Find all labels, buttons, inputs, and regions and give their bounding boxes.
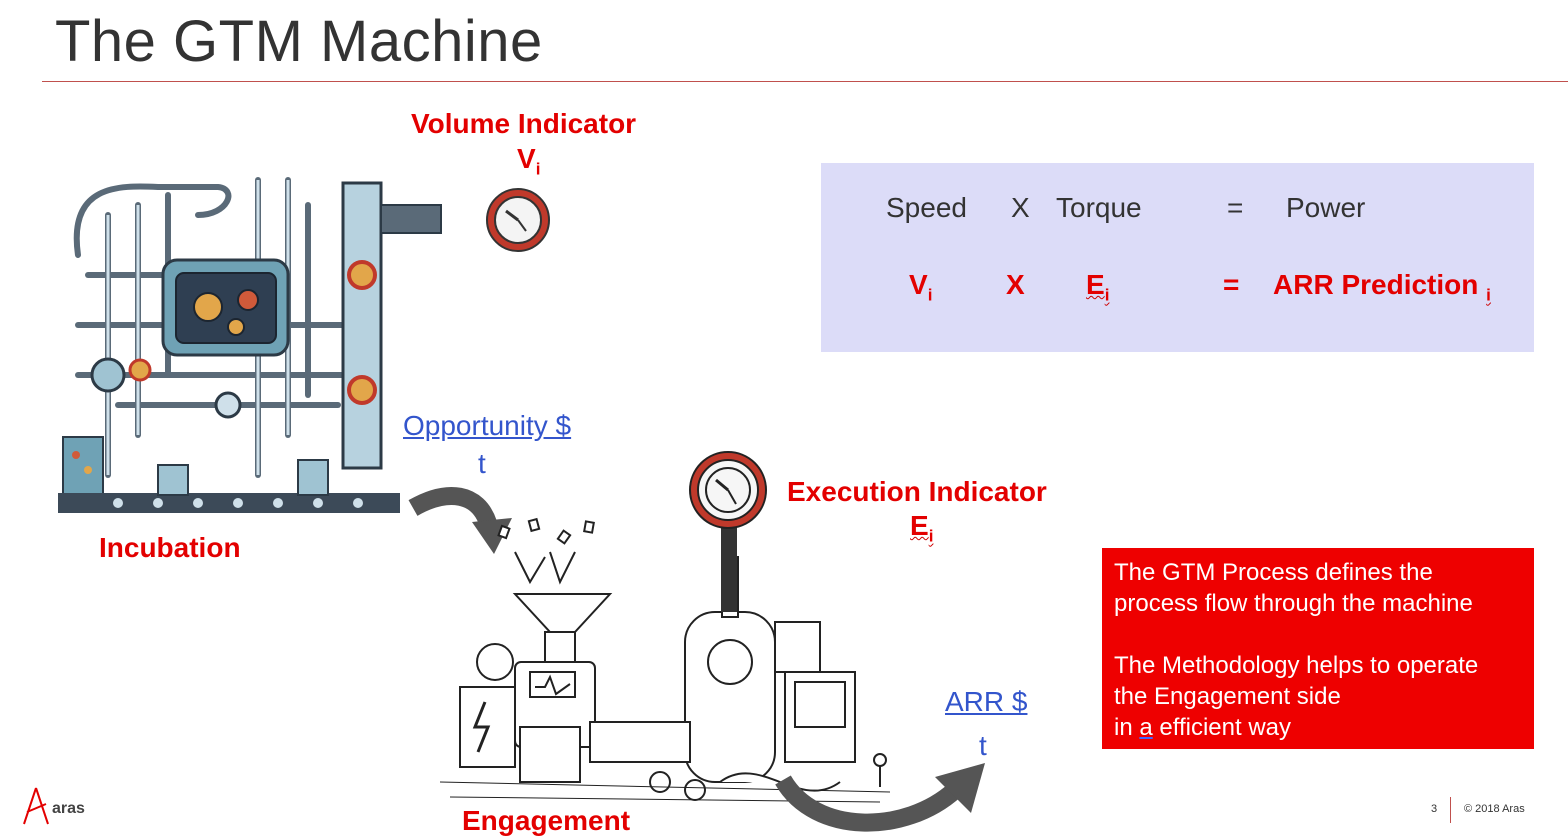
volume-symbol: Vi <box>517 143 540 180</box>
opportunity-link[interactable]: Opportunity $ <box>403 410 572 441</box>
copyright: © 2018 Aras <box>1464 803 1525 815</box>
formula-e-sub: i <box>1104 285 1110 305</box>
formula-x-1: X <box>1011 192 1030 223</box>
callout-line-5: in a efficient way <box>1114 712 1522 743</box>
formula-v: Vi <box>909 269 932 306</box>
arr-t-label: t <box>979 730 987 761</box>
callout-line-2: process flow through the machine <box>1114 590 1473 617</box>
output-arrow-icon <box>775 763 985 832</box>
formula-x-2: X <box>1006 269 1025 300</box>
formula-v-sub: i <box>927 285 933 305</box>
volume-indicator-label: Volume Indicator <box>411 108 637 139</box>
callout-line-1: The GTM Process defines the <box>1114 559 1433 586</box>
engagement-machine-illustration <box>439 517 891 803</box>
formula-equals-1: = <box>1227 192 1244 223</box>
callout-line-4: the Engagement side <box>1114 683 1341 710</box>
incubation-label: Incubation <box>99 532 241 563</box>
execution-symbol-main: E <box>910 510 929 541</box>
page-number: 3 <box>1431 803 1438 815</box>
formula-speed: Speed <box>886 192 967 223</box>
volume-symbol-main: V <box>517 143 536 174</box>
engagement-label: Engagement <box>462 805 631 836</box>
execution-symbol-sub: i <box>928 526 934 546</box>
incubation-machine-illustration <box>58 177 442 513</box>
execution-indicator-label: Execution Indicator <box>787 476 1047 507</box>
formula-e: Ei <box>1086 269 1109 306</box>
callout-line-5-a: a <box>1139 714 1153 741</box>
formula-v-main: V <box>909 269 928 300</box>
callout-line-5-post: efficient way <box>1152 714 1292 741</box>
gtm-process-callout: The GTM Process defines the process flow… <box>1102 548 1534 749</box>
volume-gauge-icon <box>486 188 550 252</box>
formula-arr-main: ARR Prediction <box>1273 269 1479 300</box>
title-divider <box>42 81 1568 82</box>
formula-power: Power <box>1286 192 1366 223</box>
callout-line-3: The Methodology helps to operate <box>1114 652 1479 679</box>
formula-panel <box>821 163 1534 352</box>
arr-link[interactable]: ARR $ <box>945 686 1028 717</box>
aras-logo-icon <box>23 787 49 825</box>
execution-symbol: Ei <box>910 510 933 547</box>
formula-e-main: E <box>1086 269 1105 300</box>
formula-arr-prediction: ARR Prediction i <box>1273 269 1491 306</box>
execution-gauge-icon <box>689 451 767 612</box>
formula-equals-2: = <box>1223 269 1240 300</box>
slide-title: The GTM Machine <box>55 9 543 74</box>
formula-torque: Torque <box>1056 192 1142 223</box>
footer-divider <box>1450 797 1451 823</box>
aras-logo-text: aras <box>52 800 85 817</box>
callout-line-5-pre: in <box>1114 714 1140 741</box>
opportunity-t-label: t <box>478 448 486 479</box>
volume-symbol-sub: i <box>535 159 541 179</box>
formula-arr-sub: i <box>1486 285 1491 305</box>
